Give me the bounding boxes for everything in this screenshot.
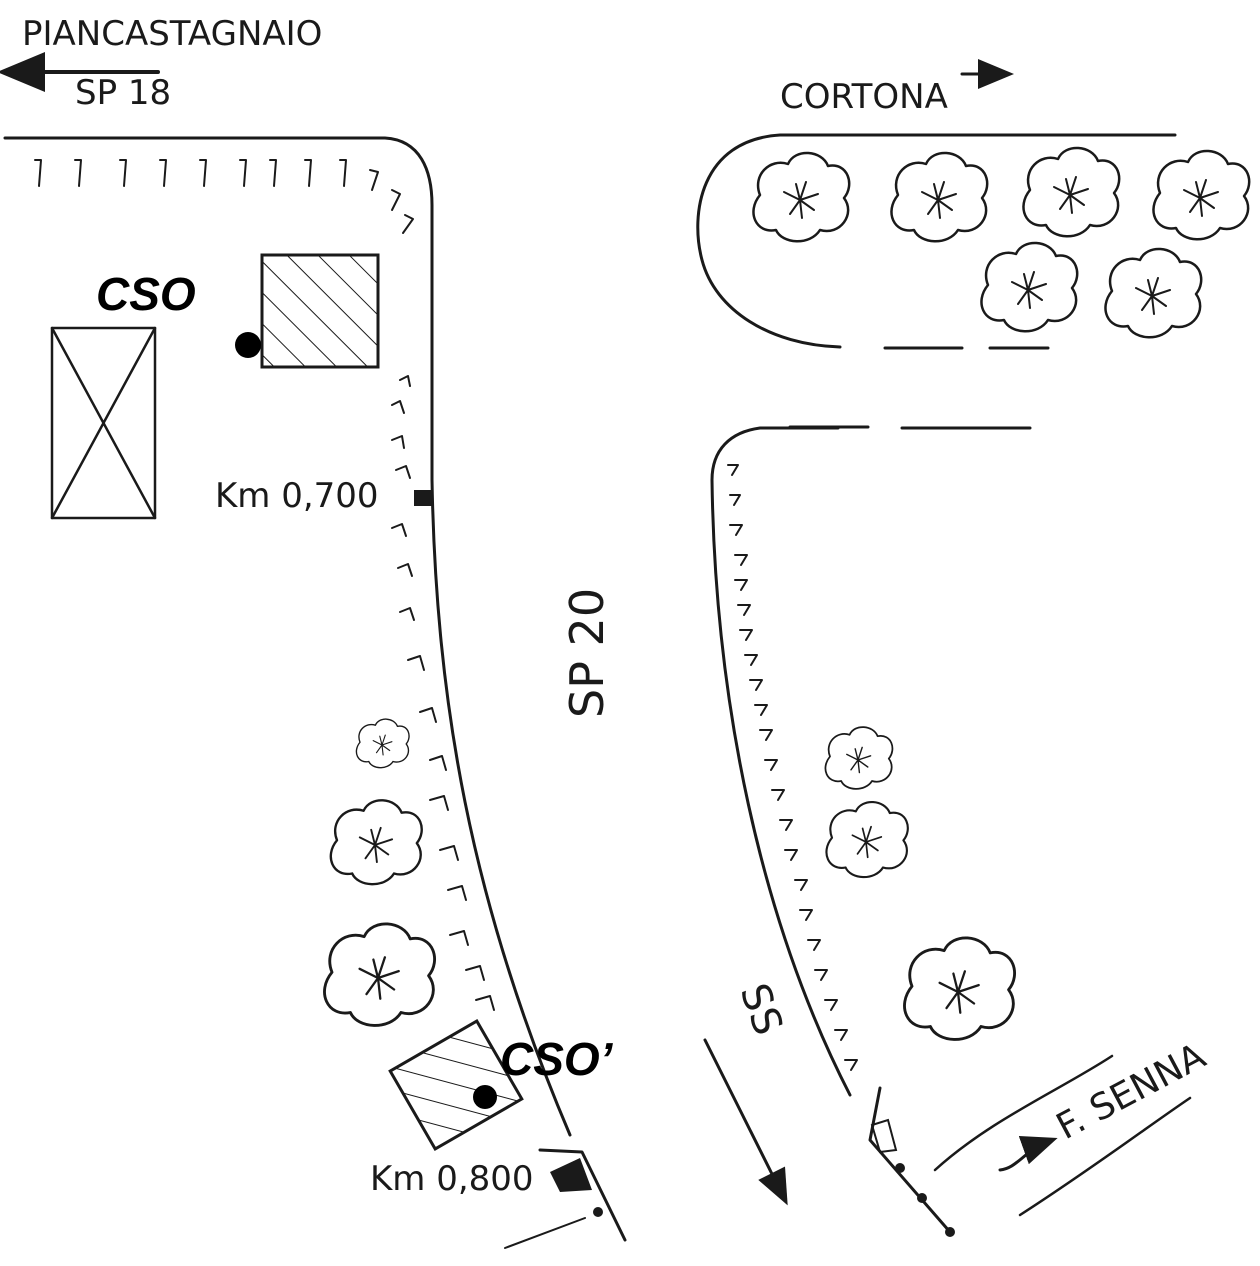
upper-right-road-edge	[696, 133, 1177, 349]
cso-prime-label: CSO’	[500, 1033, 614, 1085]
cso-prime-building	[388, 1018, 524, 1152]
cso-prime-point	[473, 1085, 497, 1109]
f-senna-label: F. SENNA	[1050, 1036, 1213, 1148]
sp18-label: SP 18	[75, 73, 171, 113]
tree-right-1	[824, 726, 894, 790]
tree-right-3	[903, 936, 1017, 1041]
tree-right-2	[825, 800, 909, 879]
river-bank-upper	[933, 1054, 1114, 1172]
tree-left-3	[323, 922, 437, 1027]
cso-building	[260, 253, 380, 369]
cso-label: CSO	[96, 268, 196, 320]
tree-left-2	[329, 799, 423, 886]
ss-arrow	[703, 1038, 788, 1206]
dashed-lines	[788, 346, 1050, 430]
ss-label: SS	[731, 978, 792, 1041]
left-road-edge	[3, 136, 572, 1137]
cortona-label: CORTONA	[780, 77, 948, 117]
tree-left-1	[355, 718, 410, 769]
piancastagnaio-label: PIANCASTAGNAIO	[22, 14, 322, 54]
tree-top-1	[752, 151, 851, 243]
river-flow-arrow	[998, 1135, 1058, 1172]
embankment-ticks-left	[391, 375, 495, 1011]
tree-top-2	[890, 151, 989, 243]
cso-point	[235, 332, 261, 358]
km-0800-marker	[504, 1148, 627, 1249]
sp20-label: SP 20	[560, 588, 614, 718]
bridge-marker	[868, 1086, 955, 1237]
right-road-edge	[710, 426, 852, 1097]
crossed-building	[50, 326, 157, 520]
embankment-ticks-right	[727, 464, 858, 1071]
embankment-ticks-top	[34, 159, 414, 234]
tree-top-6	[1104, 247, 1203, 339]
km-0800-label: Km 0,800	[370, 1159, 534, 1199]
tree-top-3	[1022, 146, 1121, 238]
km-0700-label: Km 0,700	[215, 476, 379, 516]
tree-top-4	[1152, 149, 1251, 241]
km-0700-marker	[414, 490, 432, 506]
river-bank-lower	[1018, 1096, 1192, 1217]
tree-top-5	[980, 241, 1079, 333]
